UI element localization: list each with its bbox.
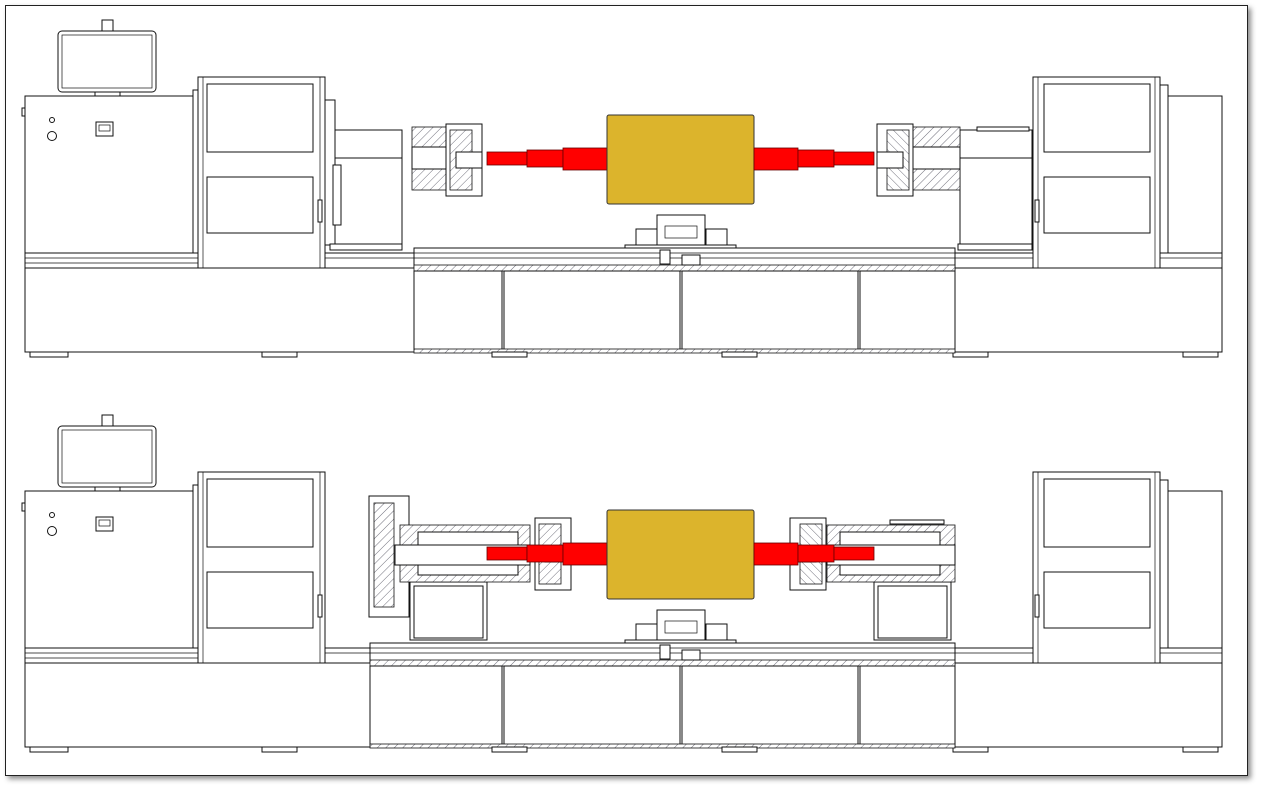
view-extended — [21, 414, 1223, 753]
machine-bed — [369, 642, 956, 753]
view-retracted — [21, 19, 1223, 358]
left-headstock — [324, 99, 483, 251]
right-control-cabinet — [952, 471, 1223, 753]
left-spindle-extended — [368, 495, 572, 641]
right-headstock — [876, 123, 1033, 251]
left-control-cabinet — [21, 414, 416, 753]
right-spindle-extended — [789, 517, 956, 641]
machine-bed — [413, 247, 956, 358]
workpiece — [486, 114, 875, 266]
